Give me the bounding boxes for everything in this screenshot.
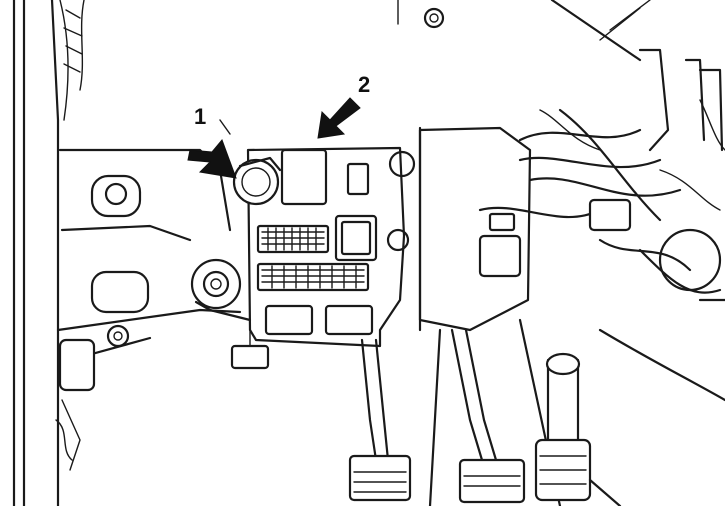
component-1-cylinder [232,156,282,206]
callout-label-2: 2 [358,72,370,97]
callout-arrow-2 [317,97,361,139]
fuse-relay-box [246,126,422,348]
door-pillar [12,0,85,506]
left-kick-panel [55,148,242,471]
callout-arrow-1 [187,119,237,179]
callout-label-1: 1 [194,104,206,129]
diagnostic-connector [190,258,270,370]
top-fixtures [397,0,651,62]
wiring-harness [478,48,725,294]
pedals [348,328,622,506]
